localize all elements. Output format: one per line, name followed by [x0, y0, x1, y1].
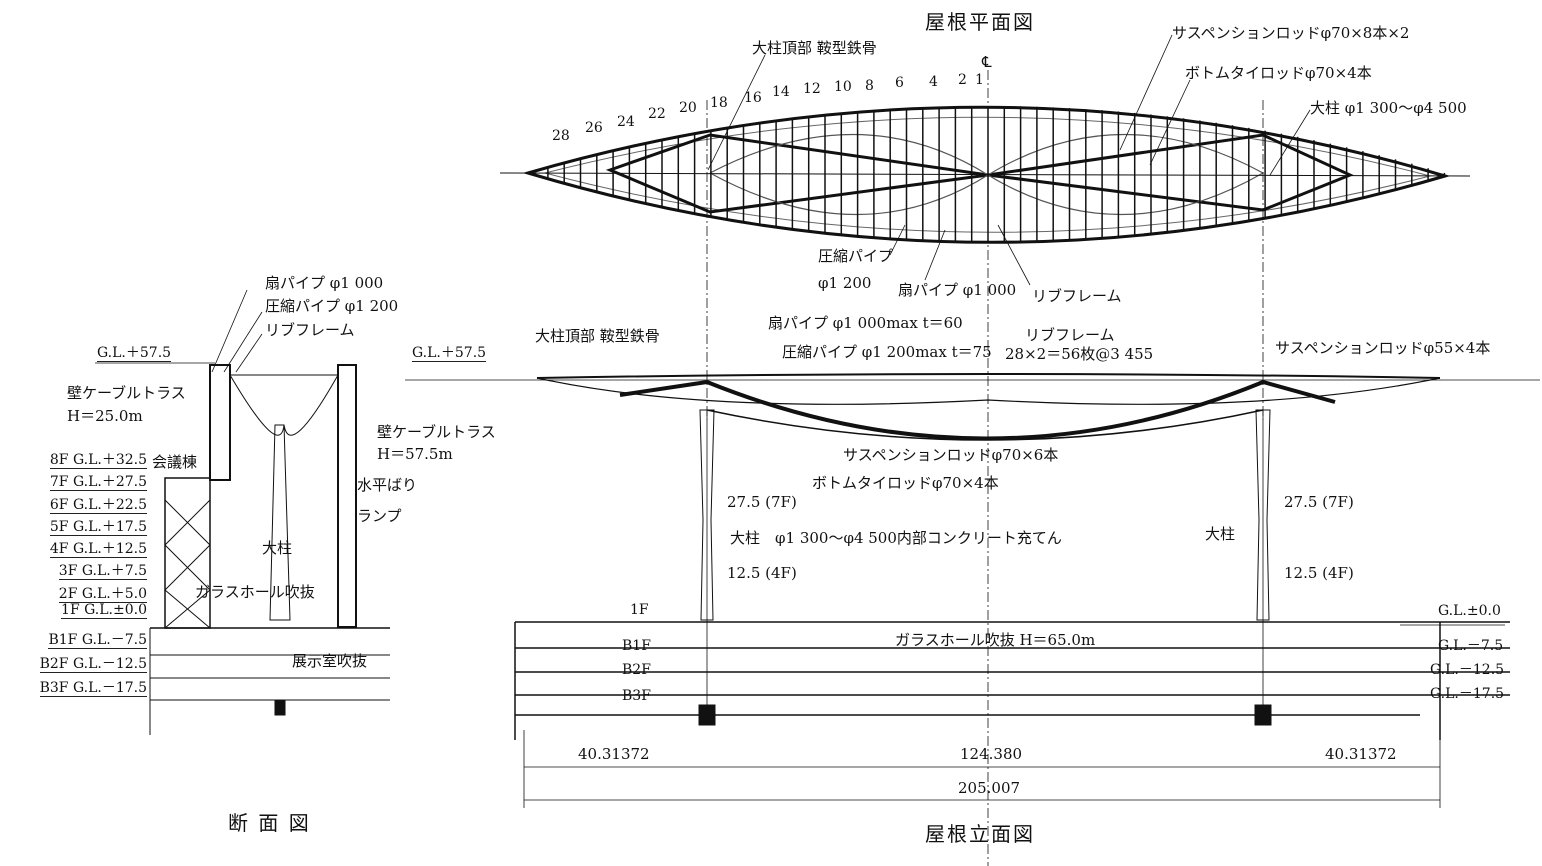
floor-b3f: B3F [622, 688, 651, 704]
rib-number: 8 [865, 78, 874, 94]
section-label-fan: 扇パイプ φ1 000 [265, 274, 384, 292]
section-drawing [95, 289, 390, 735]
rib-number: 14 [772, 84, 790, 100]
rib-number: 12 [803, 81, 821, 97]
section-label-column: 大柱 [262, 539, 293, 557]
dim-center: 124.380 [960, 745, 1023, 763]
rib-number: 1 [975, 72, 984, 88]
section-level-label: 8F G.L.＋32.5 [49, 452, 147, 469]
section-label-conference: 会議棟 [152, 453, 198, 471]
dim-left: 40.31372 [578, 745, 650, 763]
label-main-column: 大柱 φ1 300～φ4 500 [1310, 99, 1467, 117]
rib-number: 6 [895, 75, 904, 91]
roof-elevation-drawing [405, 373, 1540, 808]
elev-level-4f-left: 12.5 (4F) [727, 564, 797, 582]
elev-label-compression: 圧縮パイプ φ1 200max t＝75 [782, 343, 992, 361]
elev-level-7f-left: 27.5 (7F) [727, 493, 797, 511]
rib-number: 26 [585, 120, 603, 136]
section-label-exhibit: 展示室吹抜 [292, 652, 368, 670]
section-title: 断 面 図 [228, 811, 311, 835]
elev-level-gl-17-5: G.L.－17.5 [1430, 686, 1505, 702]
dim-right: 40.31372 [1325, 745, 1397, 763]
section-level-label: 7F G.L.＋27.5 [49, 474, 147, 491]
section-gl-top: G.L.＋57.5 [97, 345, 172, 362]
section-level-label: 6F G.L.＋22.5 [49, 497, 147, 514]
section-label-ramp: ランプ [357, 507, 402, 525]
section-level-label: B2F G.L.－12.5 [39, 656, 147, 673]
elev-label-saddle: 大柱頂部 鞍型鉄骨 [535, 327, 660, 345]
elev-level-7f-right: 27.5 (7F) [1284, 493, 1354, 511]
rib-number: 28 [552, 128, 570, 144]
elev-label-fan: 扇パイプ φ1 000max t＝60 [768, 314, 963, 332]
dim-total: 205.007 [958, 779, 1021, 797]
label-bottom-tie-rod: ボトムタイロッドφ70×4本 [1185, 64, 1372, 82]
label-fan-pipe: 扇パイプ φ1 000 [898, 281, 1017, 299]
elev-label-glass-hall: ガラスホール吹抜 H＝65.0m [895, 631, 1096, 649]
section-label-rib: リブフレーム [265, 321, 355, 339]
elev-label-suspension-mid: サスペンションロッドφ70×6本 [843, 446, 1059, 464]
rib-number: 20 [679, 100, 697, 116]
section-level-label: 5F G.L.＋17.5 [49, 519, 147, 536]
section-level-label: 3F G.L.＋7.5 [58, 563, 147, 580]
elev-label-rib-count: 28×2＝56枚@3 455 [1005, 345, 1154, 363]
roof-plan-title: 屋根平面図 [925, 10, 1035, 34]
roof-elevation-title: 屋根立面図 [925, 822, 1035, 846]
section-label-wall-truss-right: 壁ケーブルトラス [377, 423, 496, 441]
section-label-horizontal-beam: 水平ばり [357, 476, 418, 494]
section-label-wall-truss-left-h: H＝25.0m [67, 407, 143, 425]
floor-b2f: B2F [622, 662, 651, 678]
elev-level-gl-0: G.L.±0.0 [1438, 603, 1501, 619]
elev-gl-top: G.L.＋57.5 [412, 345, 487, 362]
rib-number: 18 [710, 95, 728, 111]
roof-plan-drawing [499, 34, 1471, 866]
section-level-label: B3F G.L.－17.5 [39, 680, 147, 697]
rib-number: 22 [648, 106, 666, 122]
floor-1f: 1F [630, 602, 649, 618]
section-level-label: 1F G.L.±0.0 [61, 602, 147, 619]
section-label-wall-truss-right-h: H＝57.5m [377, 445, 453, 463]
section-level-label: 2F G.L.＋5.0 [58, 586, 147, 603]
rib-number: 10 [834, 79, 852, 95]
rib-number: 24 [617, 114, 635, 130]
floor-b1f: B1F [622, 638, 651, 654]
section-label-wall-truss-left: 壁ケーブルトラス [67, 384, 186, 402]
label-rib-frame: リブフレーム [1032, 287, 1122, 305]
elev-level-4f-right: 12.5 (4F) [1284, 564, 1354, 582]
label-compression-dia: φ1 200 [818, 274, 872, 292]
elev-level-gl-12-5: G.L.－12.5 [1430, 662, 1505, 678]
label-saddle-steel: 大柱頂部 鞍型鉄骨 [752, 39, 877, 57]
rib-number: 16 [744, 90, 762, 106]
elev-level-gl-7-5: G.L.－7.5 [1438, 638, 1504, 654]
section-level-label: 4F G.L.＋12.5 [49, 541, 147, 558]
label-suspension-rod: サスペンションロッドφ70×8本×2 [1172, 24, 1410, 42]
elev-label-bottom-tie: ボトムタイロッドφ70×4本 [812, 474, 999, 492]
label-compression-pipe: 圧縮パイプ [818, 247, 894, 265]
elev-label-rib: リブフレーム [1025, 326, 1115, 344]
section-level-label: B1F G.L.－7.5 [48, 632, 147, 649]
elev-label-column-right: 大柱 [1205, 525, 1236, 543]
centerline-mark: ℄ [982, 53, 992, 71]
rib-number: 2 [958, 72, 967, 88]
section-label-compression: 圧縮パイプ φ1 200 [265, 297, 399, 315]
elev-label-column: 大柱 φ1 300～φ4 500内部コンクリート充てん [730, 529, 1062, 547]
elev-label-suspension-right: サスペンションロッドφ55×4本 [1275, 339, 1491, 357]
rib-number: 4 [929, 74, 938, 90]
section-label-glass-hall: ガラスホール吹抜 [195, 583, 315, 601]
